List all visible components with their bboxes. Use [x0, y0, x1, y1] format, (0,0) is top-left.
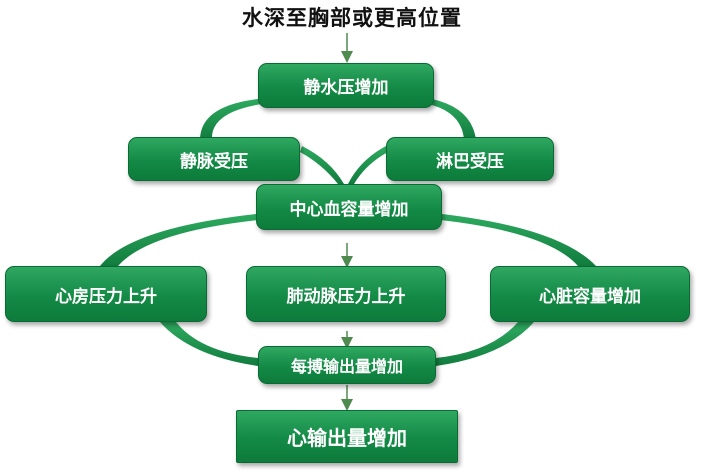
swoosh-hydrostatic-to-lymph [428, 99, 476, 140]
node-pulmonary-pressure: 肺动脉压力上升 [246, 266, 446, 322]
swoosh-heart-to-stroke [436, 322, 534, 366]
node-cardiac-output: 心输出量增加 [236, 410, 458, 463]
swoosh-central-to-heart [440, 214, 596, 266]
swoosh-atrial-to-stroke [160, 322, 258, 366]
swoosh-hydrostatic-to-venous [200, 99, 262, 140]
diagram-title: 水深至胸部或更高位置 [242, 6, 462, 30]
node-atrial-pressure: 心房压力上升 [5, 266, 207, 322]
swoosh-central-to-atrial [100, 214, 258, 266]
swoosh-venous-to-central [300, 146, 344, 184]
node-central-blood-volume: 中心血容量增加 [256, 184, 442, 230]
node-hydrostatic-pressure: 静水压增加 [258, 63, 434, 108]
node-lymph-compression: 淋巴受压 [386, 137, 554, 181]
node-heart-volume: 心脏容量增加 [490, 266, 690, 322]
node-venous-compression: 静脉受压 [128, 137, 300, 181]
node-stroke-volume: 每搏输出量增加 [258, 346, 436, 384]
swoosh-lymph-to-central [348, 146, 388, 184]
